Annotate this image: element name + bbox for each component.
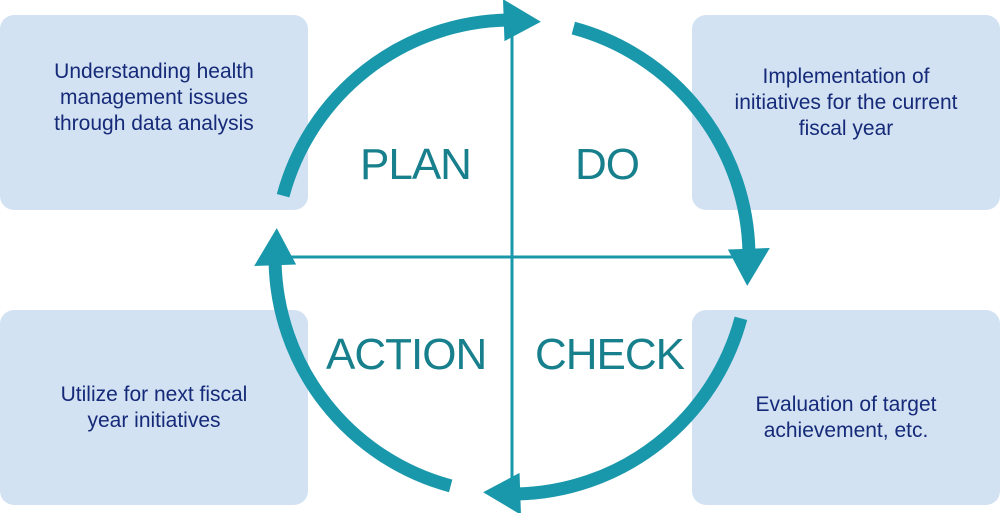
check-to-action-arc [516,316,748,501]
action-label: ACTION [326,330,487,379]
action-description-box: Utilize for next fiscal year initiatives [0,310,308,505]
do-description: Implementation of initiatives for the cu… [734,64,958,140]
do-to-check-arrowhead-icon [727,247,770,286]
check-to-action-arrowhead-icon [483,472,521,513]
plan-description-box: Understanding health management issues t… [0,15,308,210]
plan-label: PLAN [360,140,472,189]
check-description: Evaluation of target achievement, etc. [755,392,937,442]
check-label: CHECK [535,330,685,379]
plan-description: Understanding health management issues t… [54,59,254,135]
plan-to-do-arrowhead-icon [503,0,541,42]
check-description-box: Evaluation of target achievement, etc. [692,310,1000,505]
action-description: Utilize for next fiscal year initiatives [60,382,248,432]
do-to-check-arc [571,21,756,253]
plan-to-do-arc [276,13,508,198]
do-description-box: Implementation of initiatives for the cu… [692,15,1000,210]
do-label: DO [575,140,640,189]
action-to-plan-arrowhead-icon [254,228,297,267]
action-to-plan-arc [268,261,453,493]
